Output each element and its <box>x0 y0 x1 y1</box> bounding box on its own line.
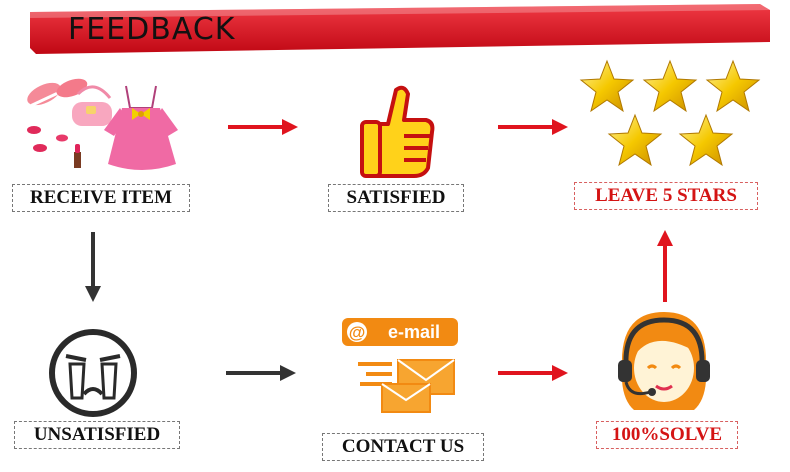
arrow-contact-to-solve <box>498 365 568 381</box>
100-solve-label: 100%SOLVE <box>596 421 738 449</box>
thumbs-up-icon <box>360 85 435 178</box>
satisfied-label: SATISFIED <box>328 184 464 212</box>
arrow-unsatisfied-to-contact <box>226 365 296 381</box>
arrow-receive-to-unsatisfied <box>85 232 101 302</box>
header-banner <box>30 4 770 54</box>
five-stars-icon <box>580 60 760 166</box>
crying-face-icon <box>49 329 137 417</box>
contact-us-label: CONTACT US <box>322 433 484 461</box>
email-icon: @ e-mail <box>342 318 458 413</box>
support-agent-icon <box>618 312 710 410</box>
email-icon-text: e-mail <box>388 322 440 342</box>
leave-5-stars-label: LEAVE 5 STARS <box>574 182 758 210</box>
arrow-receive-to-satisfied <box>228 119 298 135</box>
arrow-solve-to-stars <box>657 230 673 302</box>
receive-item-label: RECEIVE ITEM <box>12 184 190 212</box>
clothes-icon <box>27 78 178 170</box>
arrow-satisfied-to-stars <box>498 119 568 135</box>
page-title: FEEDBACK <box>68 12 236 47</box>
unsatisfied-label: UNSATISFIED <box>14 421 180 449</box>
svg-text:@: @ <box>349 323 366 342</box>
